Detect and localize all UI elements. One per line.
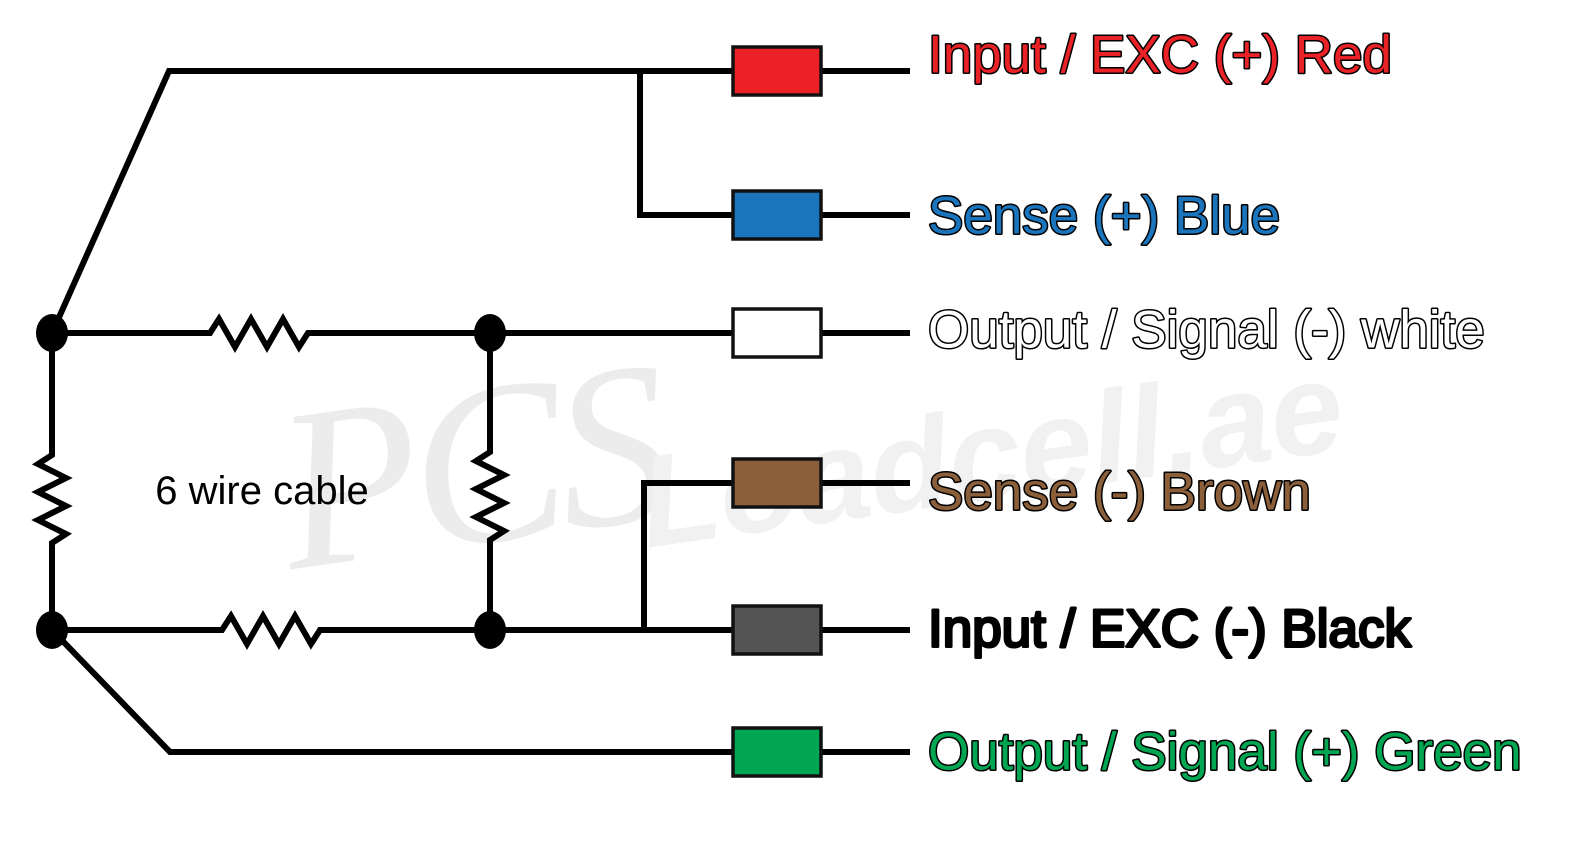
wire-sense-plus-label: Sense (+) Blue xyxy=(928,187,1280,246)
wire-signal-plus-label: Output / Signal (+) Green xyxy=(928,723,1522,782)
wire-exc-plus-label: Input / EXC (+) Red xyxy=(928,26,1392,85)
wire-sense-plus-box xyxy=(731,189,823,241)
resistor-bottom xyxy=(52,609,490,651)
bridge-circuit xyxy=(31,312,511,651)
watermark-pcs-text: PCS xyxy=(261,312,685,619)
wire-exc-minus-label: Input / EXC (-) Black xyxy=(928,600,1412,659)
wire-signal-plus-line xyxy=(49,627,910,755)
resistor-top xyxy=(52,312,490,354)
cable-label: 6 wire cable xyxy=(155,469,368,513)
wire-signal-plus-box xyxy=(731,726,823,778)
resistor-left xyxy=(31,333,73,630)
wire-exc-minus-box xyxy=(731,604,823,656)
wire-sense-minus-box xyxy=(731,457,823,509)
watermark: PCS Loadcell.ae xyxy=(261,312,1352,619)
wire-labels: Input / EXC (+) Red Sense (+) Blue Outpu… xyxy=(927,24,1524,783)
resistor-right xyxy=(469,333,511,630)
wire-boxes xyxy=(731,45,823,778)
wire-signal-minus-label: Output / Signal (-) white xyxy=(928,301,1485,360)
wire-signal-minus-box xyxy=(731,307,823,359)
watermark-loadcell-text: Loadcell.ae xyxy=(630,332,1352,575)
wire-sense-minus-label: Sense (-) Brown xyxy=(928,463,1311,522)
wire-exc-plus-line xyxy=(49,68,910,335)
wire-exc-plus-box xyxy=(731,45,823,97)
